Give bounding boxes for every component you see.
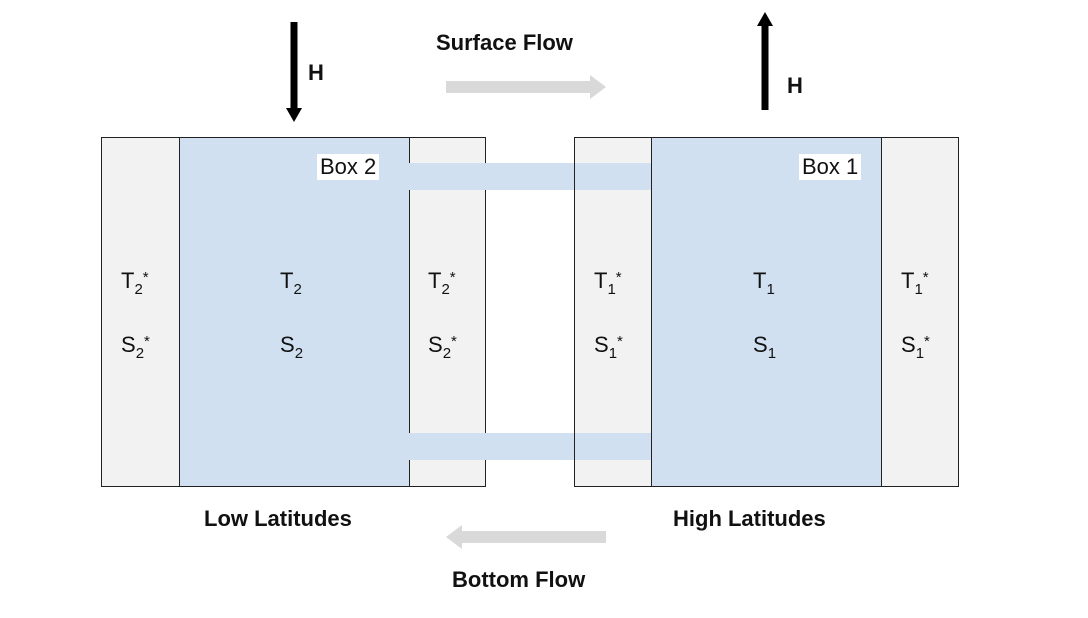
box1-left-salinity: S1* bbox=[594, 332, 623, 362]
heat-in-arrow-icon bbox=[286, 22, 302, 122]
box2-center-salinity: S2 bbox=[280, 332, 304, 362]
bottom-channel-box2-overlap bbox=[409, 433, 486, 460]
box2-right-boundary bbox=[409, 137, 486, 487]
surface-channel-box2-overlap bbox=[409, 163, 486, 190]
low-latitudes-label: Low Latitudes bbox=[204, 506, 352, 531]
box2-center bbox=[179, 137, 410, 487]
bottom-flow-label: Bottom Flow bbox=[452, 567, 586, 592]
heat-label-right: H bbox=[787, 73, 803, 98]
box2-center-temperature: T2 bbox=[280, 268, 302, 298]
box1-right-boundary bbox=[881, 137, 959, 487]
heat-out-arrow-icon bbox=[757, 12, 773, 110]
box2-right-salinity: S2* bbox=[428, 332, 457, 362]
box2-label: Box 2 bbox=[317, 154, 380, 180]
box2-left-salinity: S2* bbox=[121, 332, 150, 362]
box1-left-temperature: T1* bbox=[594, 268, 622, 298]
box2-left-boundary bbox=[101, 137, 180, 487]
box1-label: Box 1 bbox=[799, 154, 862, 180]
bottom-channel-box1-overlap bbox=[575, 433, 651, 460]
box2-right-temperature: T2* bbox=[428, 268, 456, 298]
box1-right-salinity: S1* bbox=[901, 332, 930, 362]
box1-left-boundary bbox=[574, 137, 652, 487]
box2-left-temperature: T2* bbox=[121, 268, 149, 298]
surface-flow-label: Surface Flow bbox=[436, 30, 573, 55]
bottom-flow-arrow-icon bbox=[446, 525, 606, 549]
box1-center-temperature: T1 bbox=[753, 268, 775, 298]
heat-label-left: H bbox=[308, 60, 324, 85]
box1-right-temperature: T1* bbox=[901, 268, 929, 298]
box1-center-salinity: S1 bbox=[753, 332, 777, 362]
surface-channel-box1-overlap bbox=[575, 163, 651, 190]
box1-center bbox=[651, 137, 882, 487]
high-latitudes-label: High Latitudes bbox=[673, 506, 826, 531]
surface-flow-arrow-icon bbox=[446, 75, 606, 99]
